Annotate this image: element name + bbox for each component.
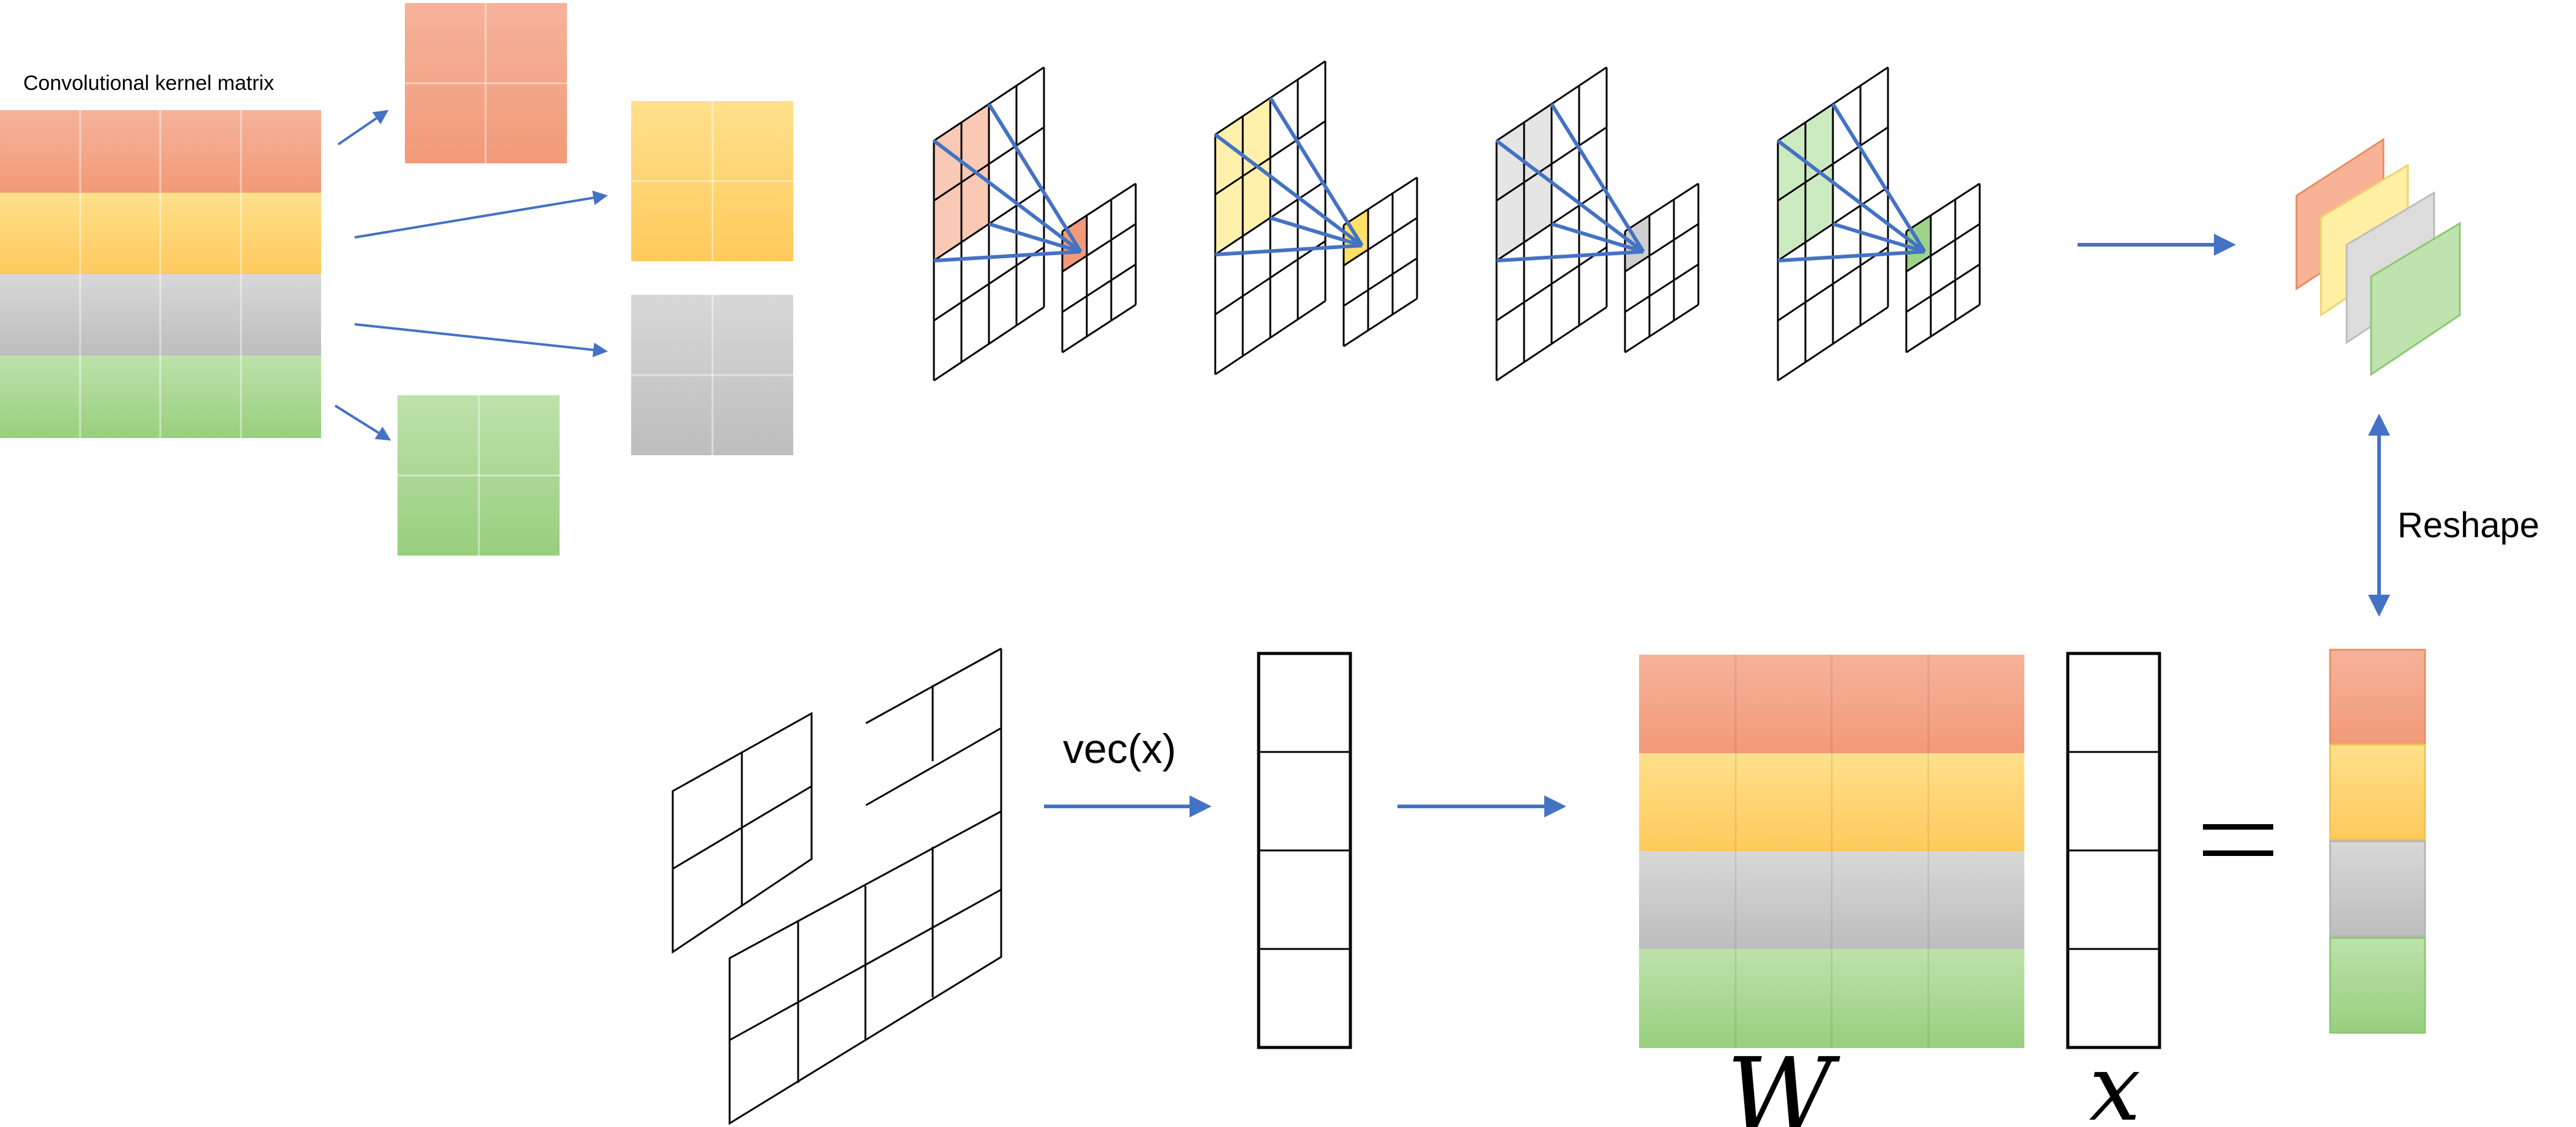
result-cell-orange: [2329, 649, 2426, 746]
arrow-right-icon: [354, 190, 608, 239]
result-vector: [2329, 649, 2426, 1034]
W-row-orange: [1639, 655, 2024, 753]
kernel-matrix: [0, 110, 321, 438]
feature-map-green: [2370, 221, 2461, 376]
kernel-2x2-green: [398, 395, 560, 556]
kernel-row-orange: [0, 110, 321, 193]
output-feature-maps: [2295, 138, 2461, 376]
x-vector: [2066, 652, 2161, 1049]
conv-step-orange: [933, 66, 1137, 382]
kernel-row-yellow: [0, 193, 321, 274]
W-row-green: [1639, 949, 2024, 1048]
vec-label: vec(x): [1063, 726, 1176, 772]
weight-matrix: [1639, 655, 2024, 1048]
W-row-yellow: [1639, 753, 2024, 851]
W-symbol: W: [1727, 1036, 1841, 1127]
conv-step-yellow: [1214, 60, 1418, 376]
conv-step-gray: [1495, 66, 1700, 382]
kernel-2x2-gray: [631, 295, 793, 455]
equals-sign-icon: [2203, 824, 2273, 856]
conv-step-green: [1777, 66, 1981, 382]
kernel-row-gray: [0, 274, 321, 355]
input-patches: [672, 647, 1002, 1125]
result-cell-yellow: [2329, 743, 2426, 841]
result-cell-green: [2329, 937, 2426, 1034]
arrow-right-icon: [337, 110, 389, 146]
kernel-matrix-label: Convolutional kernel matrix: [23, 72, 274, 95]
arrow-right-icon: [334, 404, 391, 441]
W-row-gray: [1639, 851, 2024, 949]
arrow-right-icon: [354, 323, 608, 357]
vector-column: [1257, 652, 1352, 1049]
kernel-2x2-yellow: [631, 101, 793, 261]
kernel-2x2-orange: [405, 3, 567, 163]
kernel-row-green: [0, 355, 321, 438]
conv-steps: [933, 60, 1981, 382]
reshape-label: Reshape: [2397, 505, 2539, 545]
result-cell-gray: [2329, 840, 2426, 937]
x-symbol: x: [2089, 1035, 2141, 1127]
